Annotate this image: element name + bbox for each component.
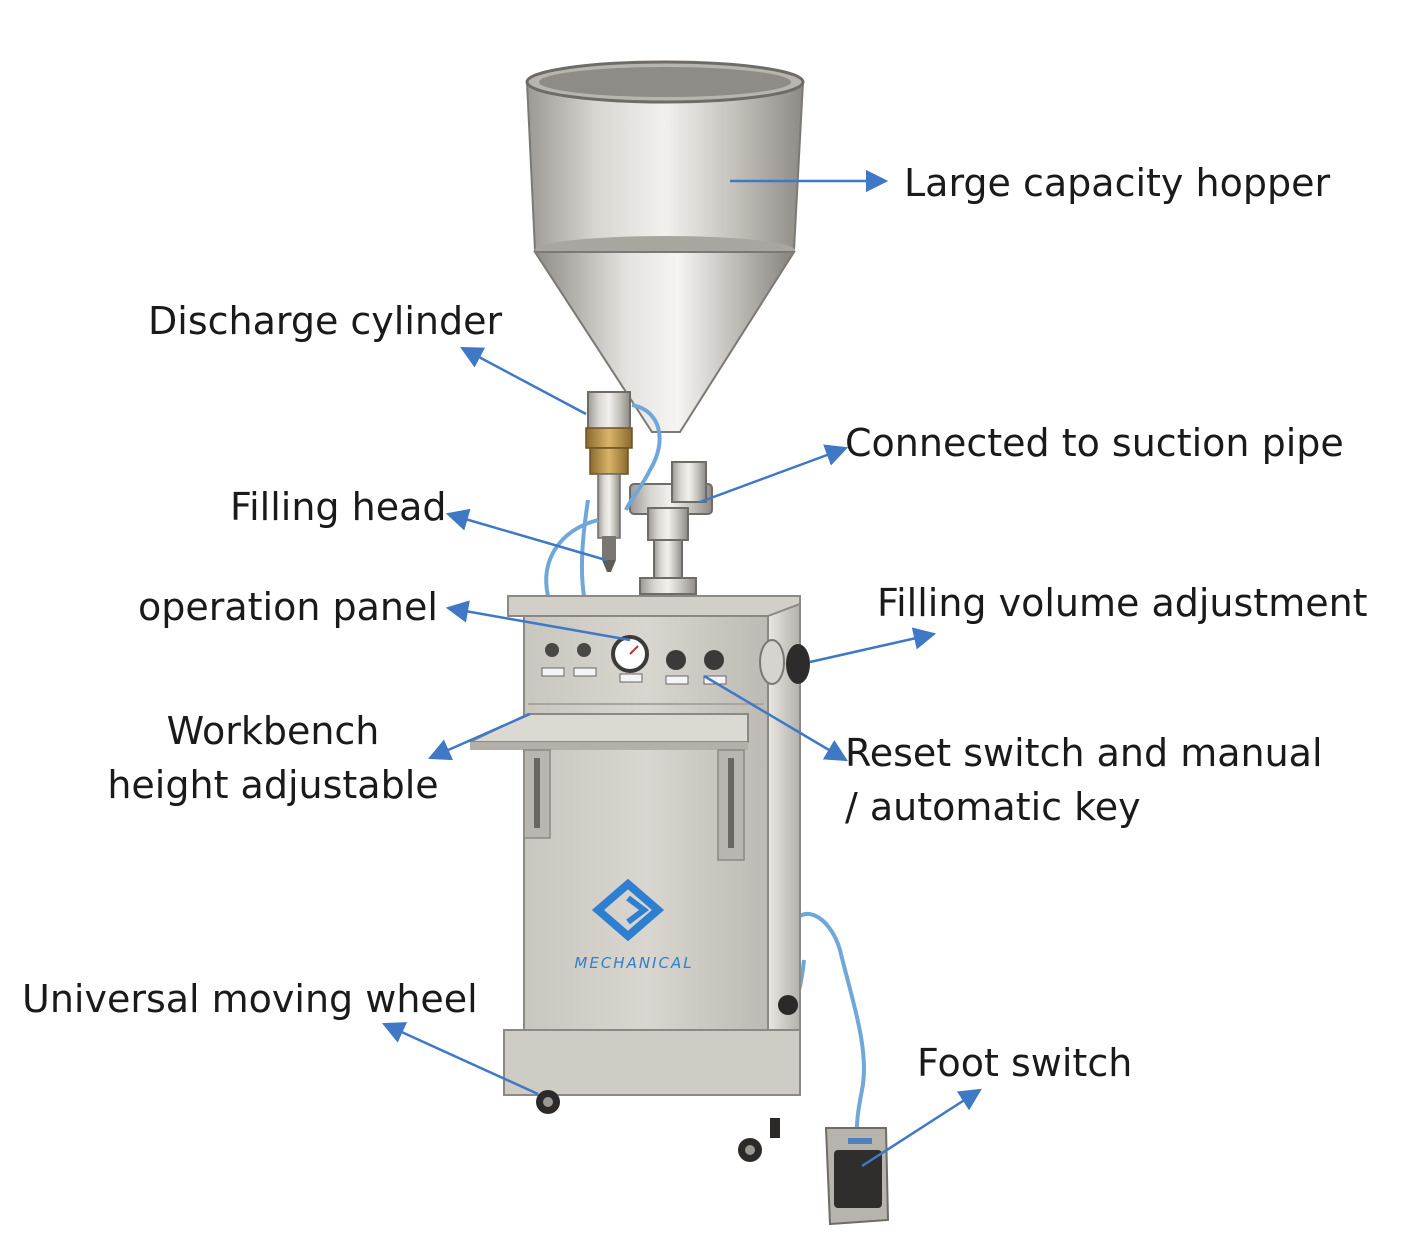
label-operation-panel: operation panel — [138, 585, 438, 629]
discharge-cylinder — [585, 391, 633, 539]
arrow-suction-pipe — [699, 444, 849, 504]
label-discharge-cylinder: Discharge cylinder — [148, 299, 503, 343]
arrow-discharge-cylinder — [460, 346, 587, 416]
operation-panel-controls — [541, 635, 727, 685]
workbench — [469, 713, 749, 861]
arrow-filling-head — [445, 508, 607, 562]
label-hopper: Large capacity hopper — [904, 161, 1331, 205]
arrow-operation-panel — [445, 600, 631, 642]
hopper — [525, 60, 805, 433]
label-foot-switch: Foot switch — [917, 1041, 1133, 1085]
label-wheel: Universal moving wheel — [22, 977, 478, 1021]
label-filling-head: Filling head — [230, 485, 447, 529]
arrow-volume-adjustment — [809, 627, 937, 664]
label-volume-adjustment: Filling volume adjustment — [877, 581, 1368, 625]
arrow-reset-switch — [703, 674, 848, 762]
label-workbench: Workbench height adjustable — [100, 704, 446, 812]
valve-assembly — [629, 461, 713, 595]
air-tubes — [544, 403, 866, 1141]
label-workbench-line2: height adjustable — [107, 763, 439, 807]
volume-adjustment-knob — [759, 639, 810, 685]
mechanical-logo: MECHANICAL — [574, 878, 693, 972]
foot-switch-device — [824, 1127, 890, 1226]
label-reset-switch: Reset switch and manual / automatic key — [845, 726, 1323, 834]
label-reset-line2: / automatic key — [845, 785, 1141, 829]
arrow-foot-switch — [861, 1088, 982, 1168]
wheels — [536, 995, 798, 1162]
logo-text: MECHANICAL — [574, 954, 693, 972]
arrow-workbench — [427, 712, 531, 761]
filling-head — [602, 536, 616, 572]
label-reset-line1: Reset switch and manual — [845, 731, 1323, 775]
callout-arrows — [381, 169, 982, 1168]
label-suction-pipe: Connected to suction pipe — [845, 421, 1344, 465]
label-workbench-line1: Workbench — [166, 709, 380, 753]
arrow-wheel — [381, 1022, 539, 1096]
